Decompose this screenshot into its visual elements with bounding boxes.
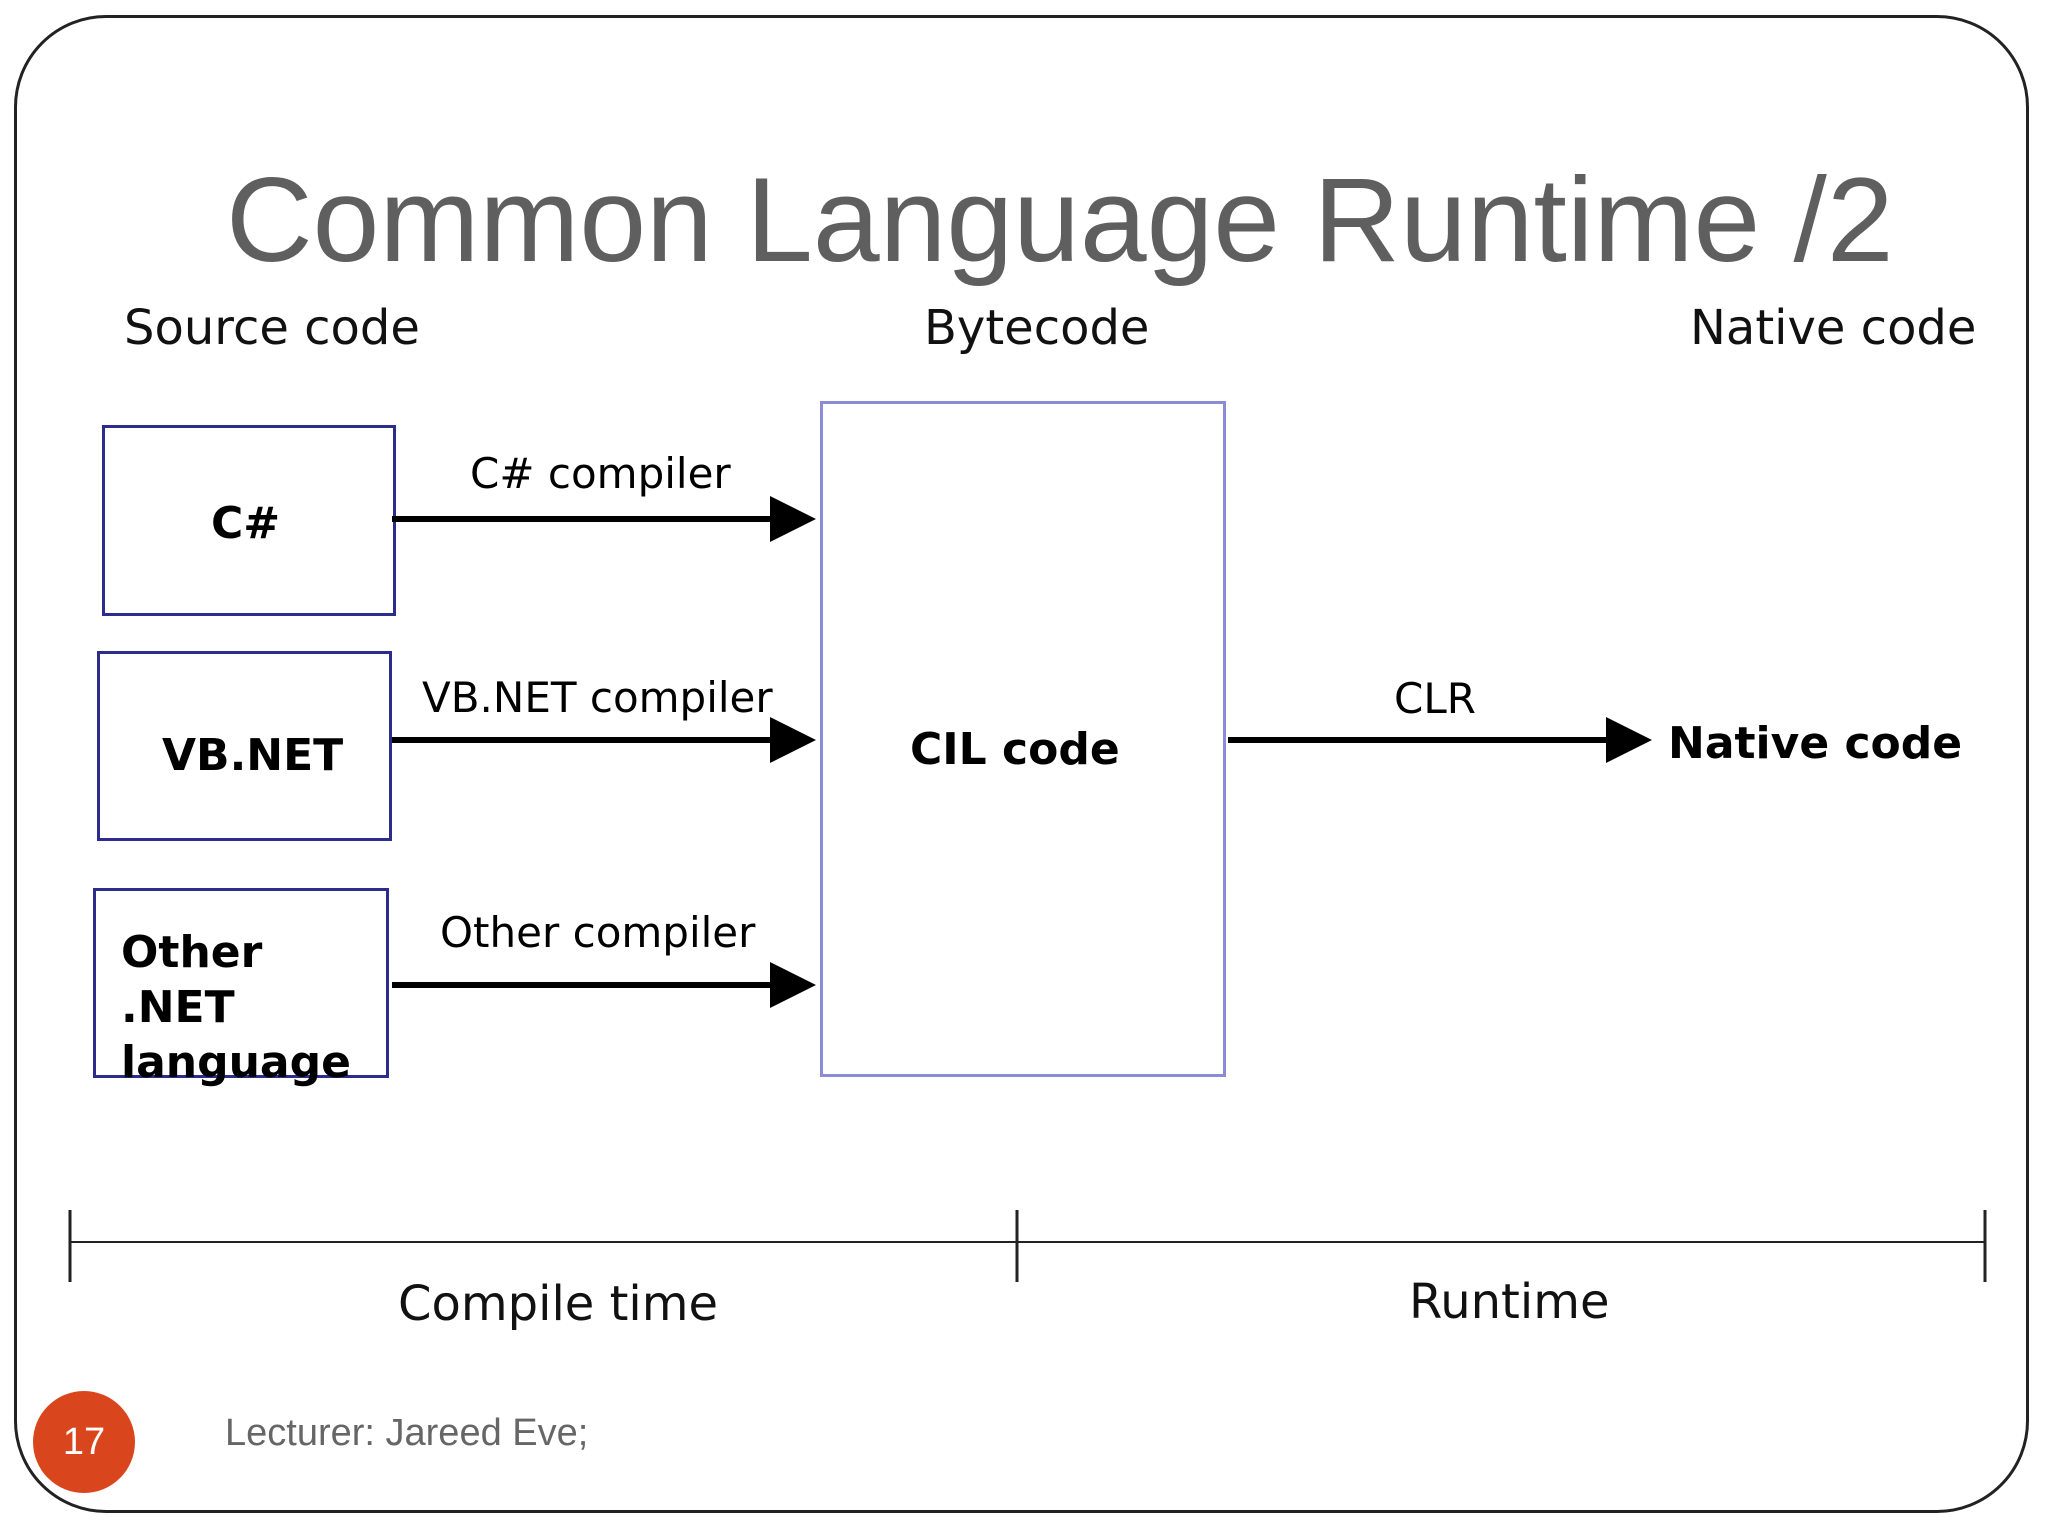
slide-title: Common Language Runtime /2	[226, 153, 1894, 287]
csharp-label: C#	[211, 498, 281, 549]
compile-time-label: Compile time	[398, 1276, 719, 1332]
clr-arrow	[1228, 717, 1652, 763]
clr-label: CLR	[1394, 674, 1476, 723]
runtime-label: Runtime	[1409, 1274, 1610, 1330]
other-compiler-label: Other compiler	[440, 908, 756, 957]
slide-frame	[14, 15, 2029, 1513]
vbnet-box: VB.NET	[97, 651, 392, 841]
footer-lecturer: Lecturer: Jareed Eve;	[225, 1412, 589, 1454]
vbnet-compiler-arrow	[392, 717, 816, 763]
timeline	[68, 1210, 1987, 1282]
vbnet-label: VB.NET	[162, 730, 344, 781]
other-net-language-label: Other .NET language	[121, 927, 351, 1088]
native-code-target-label: Native code	[1668, 718, 1963, 769]
page-number-badge: 17	[33, 1391, 135, 1493]
csharp-compiler-arrow	[392, 496, 816, 542]
other-compiler-arrow	[392, 962, 816, 1008]
cil-code-label: CIL code	[910, 724, 1120, 775]
csharp-box: C#	[102, 425, 396, 616]
bytecode-header: Bytecode	[924, 300, 1150, 356]
native-code-header: Native code	[1690, 300, 1977, 356]
other-net-language-box: Other .NET language	[93, 888, 389, 1088]
source-code-header: Source code	[124, 300, 420, 356]
cil-code-box: CIL code	[820, 401, 1226, 1077]
csharp-compiler-label: C# compiler	[470, 449, 731, 498]
page-number: 17	[62, 1420, 106, 1463]
vbnet-compiler-label: VB.NET compiler	[422, 673, 773, 722]
